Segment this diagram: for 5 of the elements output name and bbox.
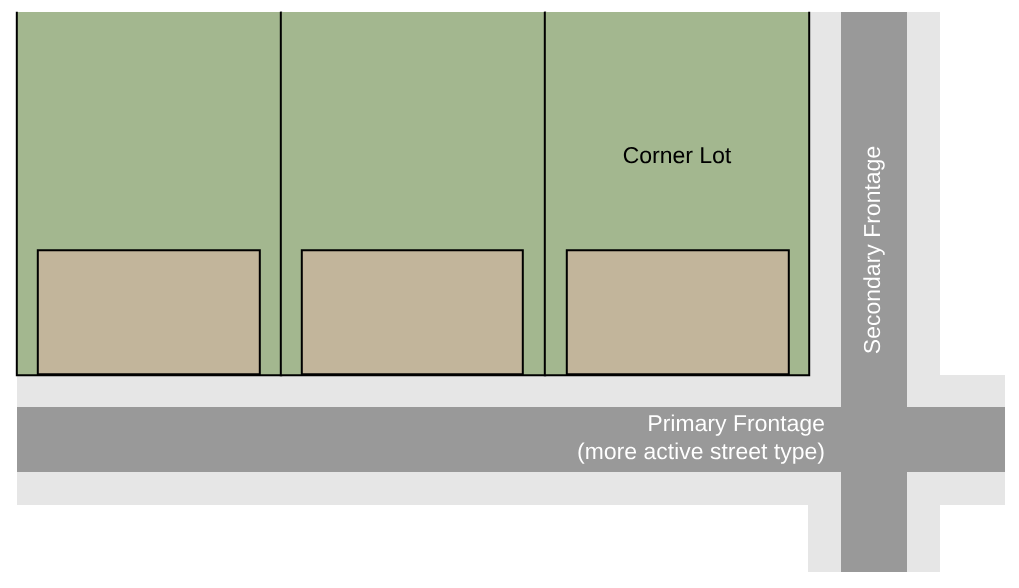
primary-street: Primary Frontage (more active street type)	[17, 407, 1005, 472]
building-footprint	[300, 249, 524, 376]
secondary-street: Secondary Frontage	[841, 12, 907, 572]
building-footprint	[565, 249, 790, 376]
building-footprint	[36, 249, 261, 376]
